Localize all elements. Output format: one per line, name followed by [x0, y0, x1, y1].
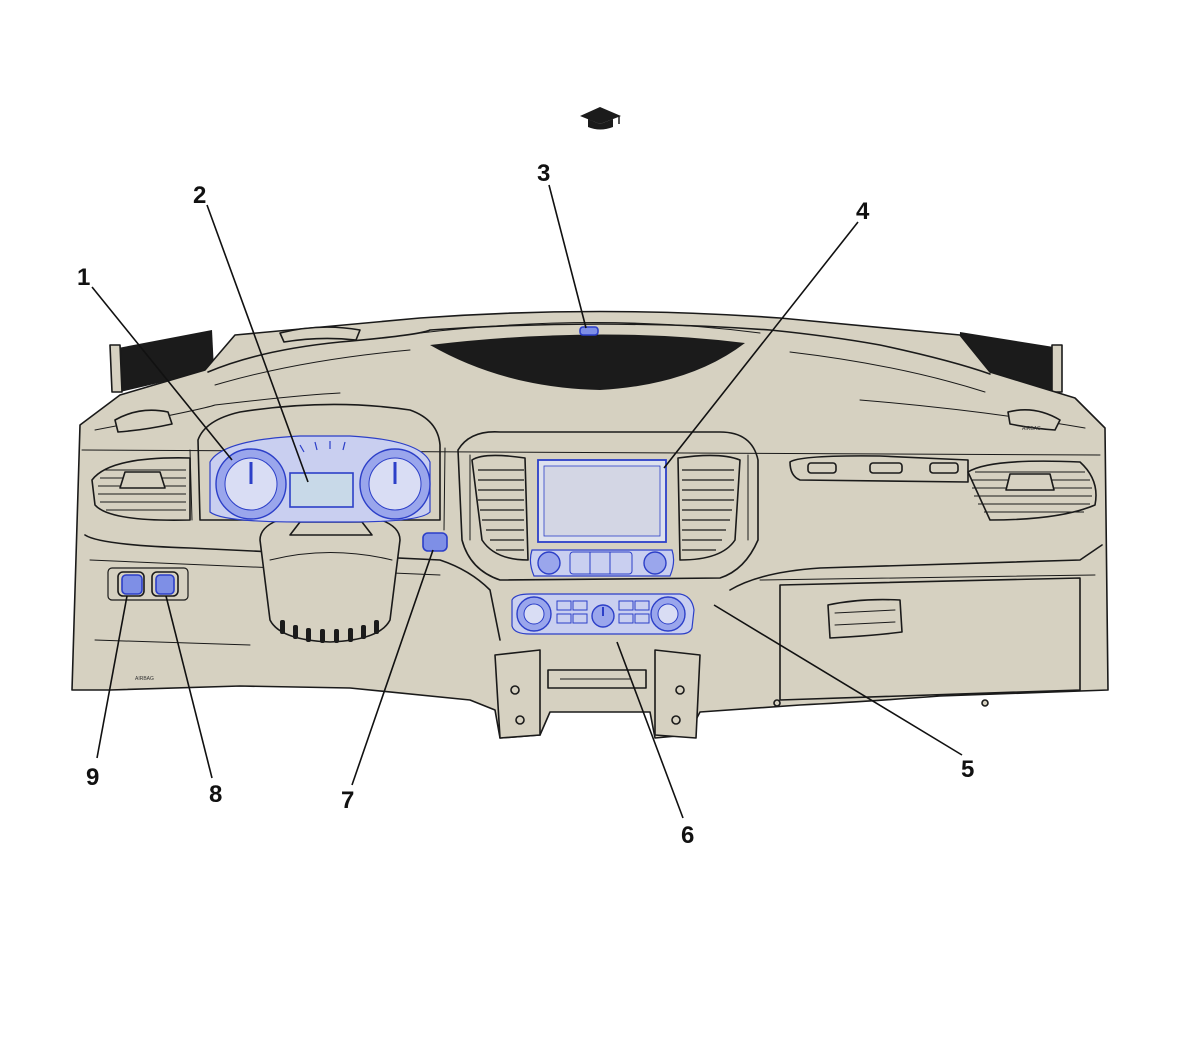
callout-8: 8 — [209, 781, 222, 808]
center-right-vent — [677, 454, 741, 561]
center-left-vent — [471, 454, 529, 561]
push-button-start-switch — [422, 532, 448, 552]
callout-7: 7 — [341, 787, 354, 814]
callout-2: 2 — [193, 182, 206, 209]
callout-4: 4 — [856, 198, 870, 225]
right-outboard-vent — [967, 460, 1097, 521]
ambient-light-sensor — [579, 326, 599, 336]
dimmer-switch — [155, 574, 175, 595]
driver-information-display — [289, 472, 354, 508]
lower-center-brackets — [494, 649, 701, 739]
airbag-label-right: AIRBAG — [1022, 426, 1041, 432]
steering-column-shroud — [259, 511, 401, 643]
callout-9: 9 — [86, 764, 99, 791]
airbag-label-left: AIRBAG — [135, 676, 154, 682]
callout-3: 3 — [537, 160, 550, 187]
glove-box — [779, 577, 1081, 701]
callout-6: 6 — [681, 822, 694, 849]
leader-lines — [91, 184, 963, 819]
infotainment-display — [537, 459, 667, 543]
headlamp-switch — [121, 574, 143, 595]
hvac-control-module — [511, 593, 695, 635]
graduation-cap-icon — [580, 107, 621, 130]
left-outboard-vent — [91, 457, 191, 522]
callout-5: 5 — [961, 756, 974, 783]
radio-control-panel — [529, 549, 675, 577]
callout-1: 1 — [77, 264, 90, 291]
